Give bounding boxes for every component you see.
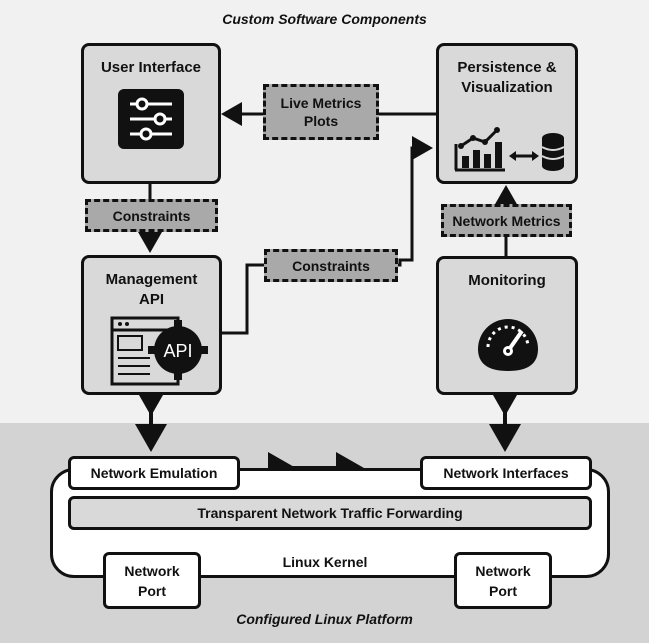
linux-kernel-label: Linux Kernel: [282, 554, 368, 570]
software-components-title: Custom Software Components: [222, 11, 427, 27]
live-metrics-plots-label: Live Metrics Plots: [263, 84, 379, 140]
user-interface-box[interactable]: User Interface: [81, 43, 221, 184]
network-emulation-box[interactable]: Network Emulation: [68, 456, 240, 490]
persistence-visualization-box[interactable]: Persistence & Visualization: [436, 43, 578, 184]
management-api-title: Management API: [105, 271, 198, 308]
network-interfaces-box[interactable]: Network Interfaces: [420, 456, 592, 490]
management-api-box[interactable]: Management API API: [81, 255, 222, 395]
chart-database-icon: [454, 127, 565, 172]
api-gear-icon: API: [110, 316, 208, 386]
traffic-forwarding-box[interactable]: Transparent Network Traffic Forwarding: [68, 496, 592, 530]
network-metrics-label: Network Metrics: [441, 204, 572, 237]
persistence-visualization-title: Persistence & Visualization: [457, 59, 557, 96]
constraints-label-left: Constraints: [85, 199, 218, 232]
network-port-left[interactable]: Network Port: [103, 552, 201, 609]
gauge-icon: [478, 319, 538, 371]
user-interface-title: User Interface: [100, 59, 202, 76]
api-badge-text: API: [163, 341, 192, 361]
monitoring-box[interactable]: Monitoring: [436, 256, 578, 395]
linux-platform-title: Configured Linux Platform: [236, 611, 413, 627]
network-port-right[interactable]: Network Port: [454, 552, 552, 609]
monitoring-title: Monitoring: [468, 272, 546, 289]
constraints-label-middle: Constraints: [264, 249, 398, 282]
sliders-icon: [118, 89, 184, 149]
